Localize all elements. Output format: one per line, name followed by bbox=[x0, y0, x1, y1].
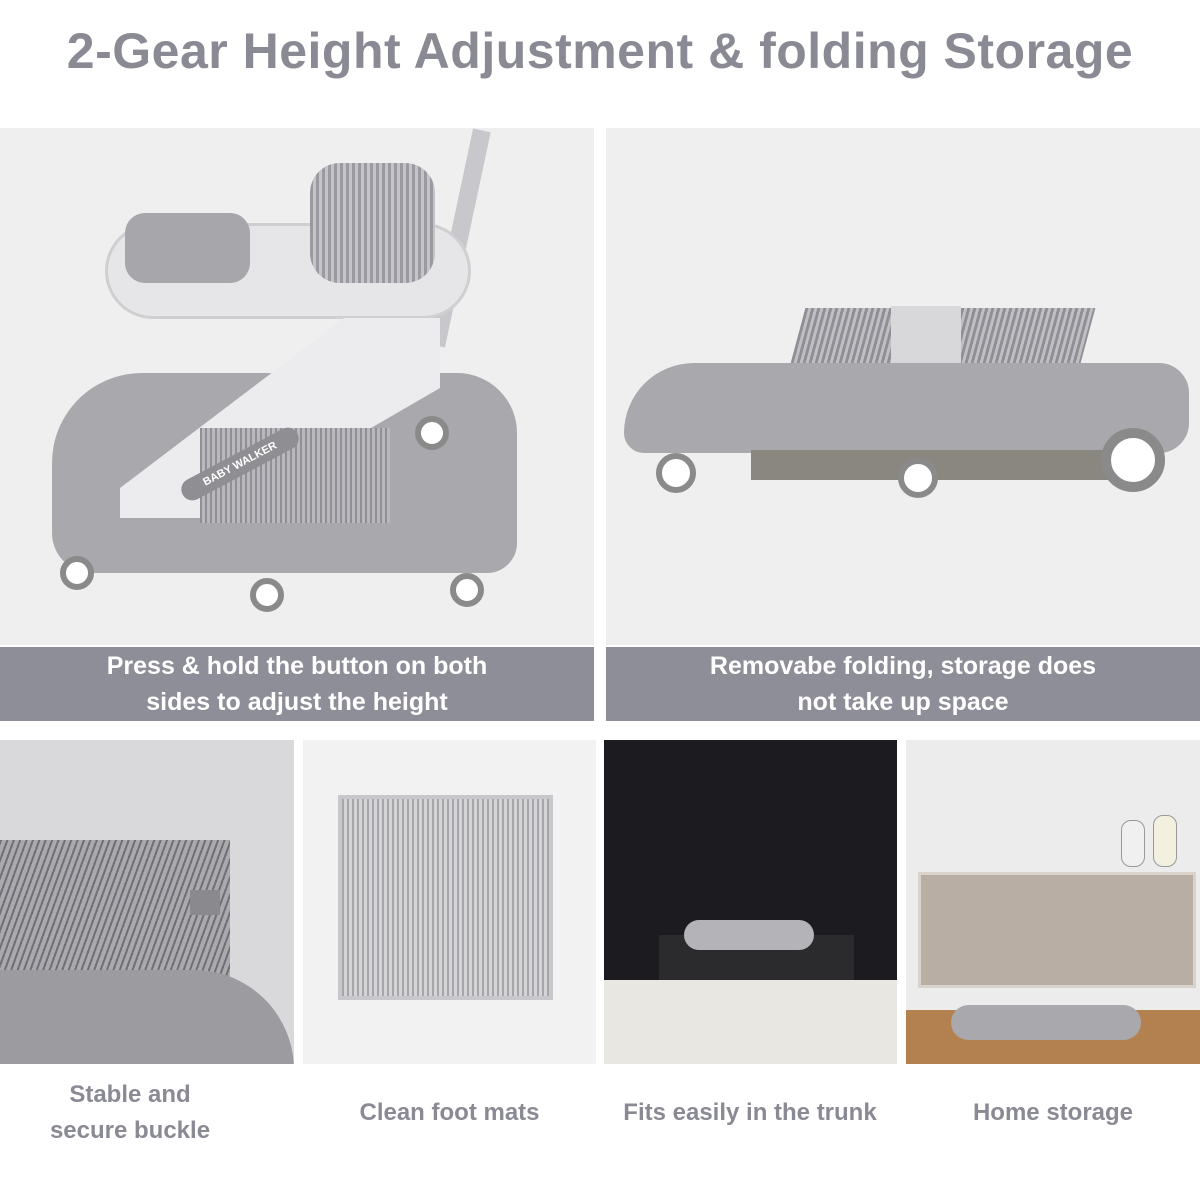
wheel bbox=[415, 416, 449, 450]
vase bbox=[1153, 815, 1177, 867]
buckle bbox=[190, 890, 220, 915]
caption-trunk: Fits easily in the trunk bbox=[623, 1099, 877, 1126]
walker-upright-image: BABY WALKER bbox=[0, 128, 594, 645]
caption-line: not take up space bbox=[797, 688, 1009, 716]
caption-banner-height: Press & hold the button on both sides to … bbox=[0, 647, 594, 721]
folded-walker bbox=[951, 1005, 1141, 1040]
wheel bbox=[60, 556, 94, 590]
foot-mat bbox=[338, 795, 553, 1000]
walker-rim bbox=[0, 970, 294, 1064]
wheel bbox=[250, 578, 284, 612]
wheel bbox=[450, 573, 484, 607]
car-trunk-image bbox=[604, 740, 897, 1064]
caption-line: sides to adjust the height bbox=[146, 688, 448, 716]
folded-walker bbox=[684, 920, 814, 950]
page-title: 2-Gear Height Adjustment & folding Stora… bbox=[66, 23, 1134, 79]
toy-panel bbox=[125, 213, 250, 283]
caption-buckle: Stable and secure buckle bbox=[0, 1077, 260, 1149]
wheel bbox=[1101, 428, 1165, 492]
caption-foot-mats: Clean foot mats bbox=[359, 1099, 540, 1126]
caption-line: Press & hold the button on both bbox=[106, 652, 488, 680]
walker-folded-image bbox=[606, 128, 1200, 645]
home-storage-image bbox=[906, 740, 1200, 1064]
car-body bbox=[604, 980, 897, 1064]
caption-line: Stable and bbox=[69, 1081, 191, 1108]
sideboard bbox=[918, 872, 1196, 988]
seat bbox=[310, 163, 435, 283]
wheel bbox=[656, 453, 696, 493]
caption-banner-folding: Removabe folding, storage does not take u… bbox=[606, 647, 1200, 721]
foot-mat-image bbox=[303, 740, 596, 1064]
folded-base bbox=[624, 363, 1189, 453]
buckle-image bbox=[0, 740, 294, 1064]
wheel bbox=[898, 458, 938, 498]
caption-line: Removabe folding, storage does bbox=[709, 652, 1097, 680]
caption-line: secure buckle bbox=[49, 1117, 211, 1144]
vase bbox=[1121, 820, 1145, 867]
caption-home-storage: Home storage bbox=[972, 1099, 1134, 1126]
seat-fabric bbox=[0, 840, 230, 990]
